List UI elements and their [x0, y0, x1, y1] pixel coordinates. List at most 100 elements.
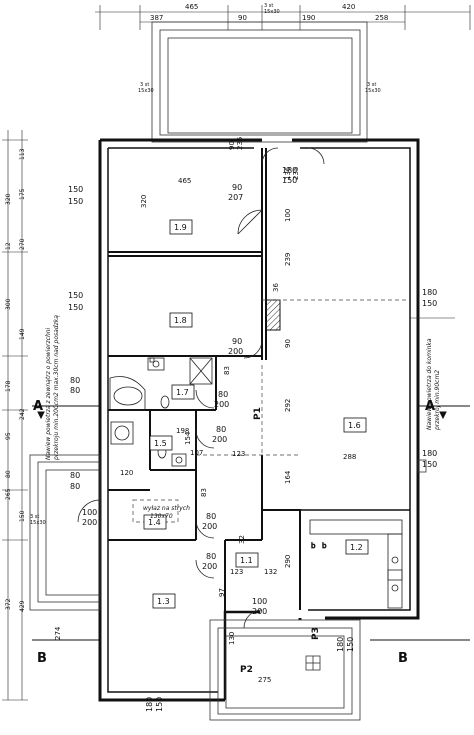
door-4-w: 80	[216, 425, 226, 434]
win-bottom-1b: 150	[155, 697, 164, 712]
top-dim-4: 190	[302, 14, 315, 22]
door-7-w: 80	[206, 552, 216, 561]
win-left-4a: 80	[70, 471, 80, 480]
dim-239: 239	[284, 253, 292, 266]
dim-100: 100	[284, 209, 292, 222]
left-dimension-line	[2, 130, 28, 701]
section-a-left: A	[33, 399, 43, 414]
door-1-w: 90	[232, 183, 242, 192]
win-right-2a: 180	[422, 449, 437, 458]
dim-154: 154	[184, 431, 192, 445]
stair-note-1b: 15x30	[138, 88, 154, 94]
dim-164: 164	[284, 470, 292, 484]
kitchen: b b	[309, 519, 403, 609]
lc-11: 270	[19, 238, 26, 250]
dim-132: 132	[264, 568, 277, 576]
door-7-h: 200	[202, 562, 217, 571]
win-right-3a: 180	[282, 166, 297, 175]
win-left-4b: 80	[70, 482, 80, 491]
lc-1: 320	[5, 193, 12, 205]
room-1-2: 1.2	[350, 543, 363, 552]
door-2-h: 200	[228, 347, 243, 356]
dim-83a: 83	[223, 366, 231, 375]
lc-3: 95	[5, 432, 12, 440]
kitchen-label-a: b	[311, 542, 316, 550]
section-b-right: B	[398, 651, 408, 666]
top-small-1: 3 st	[264, 3, 273, 9]
left-terrace-note-1: 3 st	[30, 514, 39, 520]
door-3-h: 200	[214, 400, 229, 409]
dim-90: 90	[284, 339, 292, 348]
dim-320: 320	[140, 195, 148, 208]
dim-32: 32	[238, 535, 246, 544]
terrace-top	[151, 21, 368, 143]
note-right-2: przekrój min.90cm2	[434, 370, 441, 431]
note-wydoz-2: 130x70	[150, 513, 173, 520]
terrace-bottom	[209, 619, 361, 721]
lc-7: 265	[5, 488, 12, 500]
dim-292: 292	[284, 399, 292, 412]
door-main-h: 235	[292, 167, 300, 180]
top-dim-1: 465	[185, 3, 198, 11]
terrace-right	[417, 459, 427, 473]
stair-p1: P1	[253, 407, 263, 420]
door-3-w: 80	[218, 390, 228, 399]
note-right-1: Nawiew powietrza do kominka	[426, 338, 433, 430]
stair-note-1a: 3 st	[140, 82, 149, 88]
door-6-h: 200	[202, 522, 217, 531]
dim-97: 97	[218, 588, 226, 597]
win-left-1a: 150	[68, 185, 83, 194]
win-left-2a: 150	[68, 291, 83, 300]
chimney	[265, 299, 281, 331]
stair-note-2a: 3 st	[367, 82, 376, 88]
dashed-lines	[132, 299, 410, 523]
room-1-1: 1.1	[240, 556, 253, 565]
lc-4: 178	[5, 380, 12, 392]
top-dim-5: 258	[375, 14, 388, 22]
win-right-2b: 150	[422, 460, 437, 469]
room-1-4: 1.4	[148, 518, 161, 527]
win-left-2b: 150	[68, 303, 83, 312]
bathtub	[113, 386, 143, 406]
door-main-w: 136	[284, 166, 292, 180]
radiator	[149, 357, 155, 363]
win-left-3b: 80	[70, 386, 80, 395]
win-left-1b: 150	[68, 197, 83, 206]
room-1-9: 1.9	[174, 223, 187, 232]
lc-13: 149	[19, 328, 26, 340]
kitchen-label-b: b	[322, 542, 327, 550]
lc-14: 113	[19, 148, 26, 160]
section-b-left: B	[37, 651, 47, 666]
dim-107: 107	[190, 449, 203, 457]
section-a-right: A	[425, 399, 435, 414]
win-bottom-2b: 150	[346, 637, 355, 652]
win-right-3b: 150	[282, 176, 297, 185]
door-2-w: 90	[232, 337, 242, 346]
door-5-w: 100	[82, 508, 97, 517]
door-4-h: 200	[212, 435, 227, 444]
room-1-3: 1.3	[157, 597, 170, 606]
lc-9: 372	[5, 598, 12, 610]
top-dim-6: 420	[342, 3, 355, 11]
dim-36: 36	[272, 283, 280, 292]
win-bottom-1a: 180	[145, 697, 154, 712]
dim-465: 465	[178, 177, 191, 185]
door-5-h: 200	[82, 518, 97, 527]
shower	[189, 357, 213, 385]
section-line-a	[32, 405, 470, 420]
dim-120: 120	[120, 469, 133, 477]
dim-123b: 123	[230, 568, 243, 576]
lc-6: 242	[19, 408, 26, 420]
win-right-1b: 150	[422, 299, 437, 308]
room-1-5: 1.5	[154, 439, 167, 448]
dim-275: 275	[258, 676, 271, 684]
room-1-6: 1.6	[348, 421, 361, 430]
room-1-8: 1.8	[174, 316, 187, 325]
terrace-left	[29, 454, 101, 611]
washer	[110, 421, 134, 445]
lc-5: 80	[5, 470, 12, 478]
dim-83b: 83	[200, 488, 208, 497]
lc-8: 150	[19, 510, 26, 522]
sink-2	[171, 453, 187, 467]
